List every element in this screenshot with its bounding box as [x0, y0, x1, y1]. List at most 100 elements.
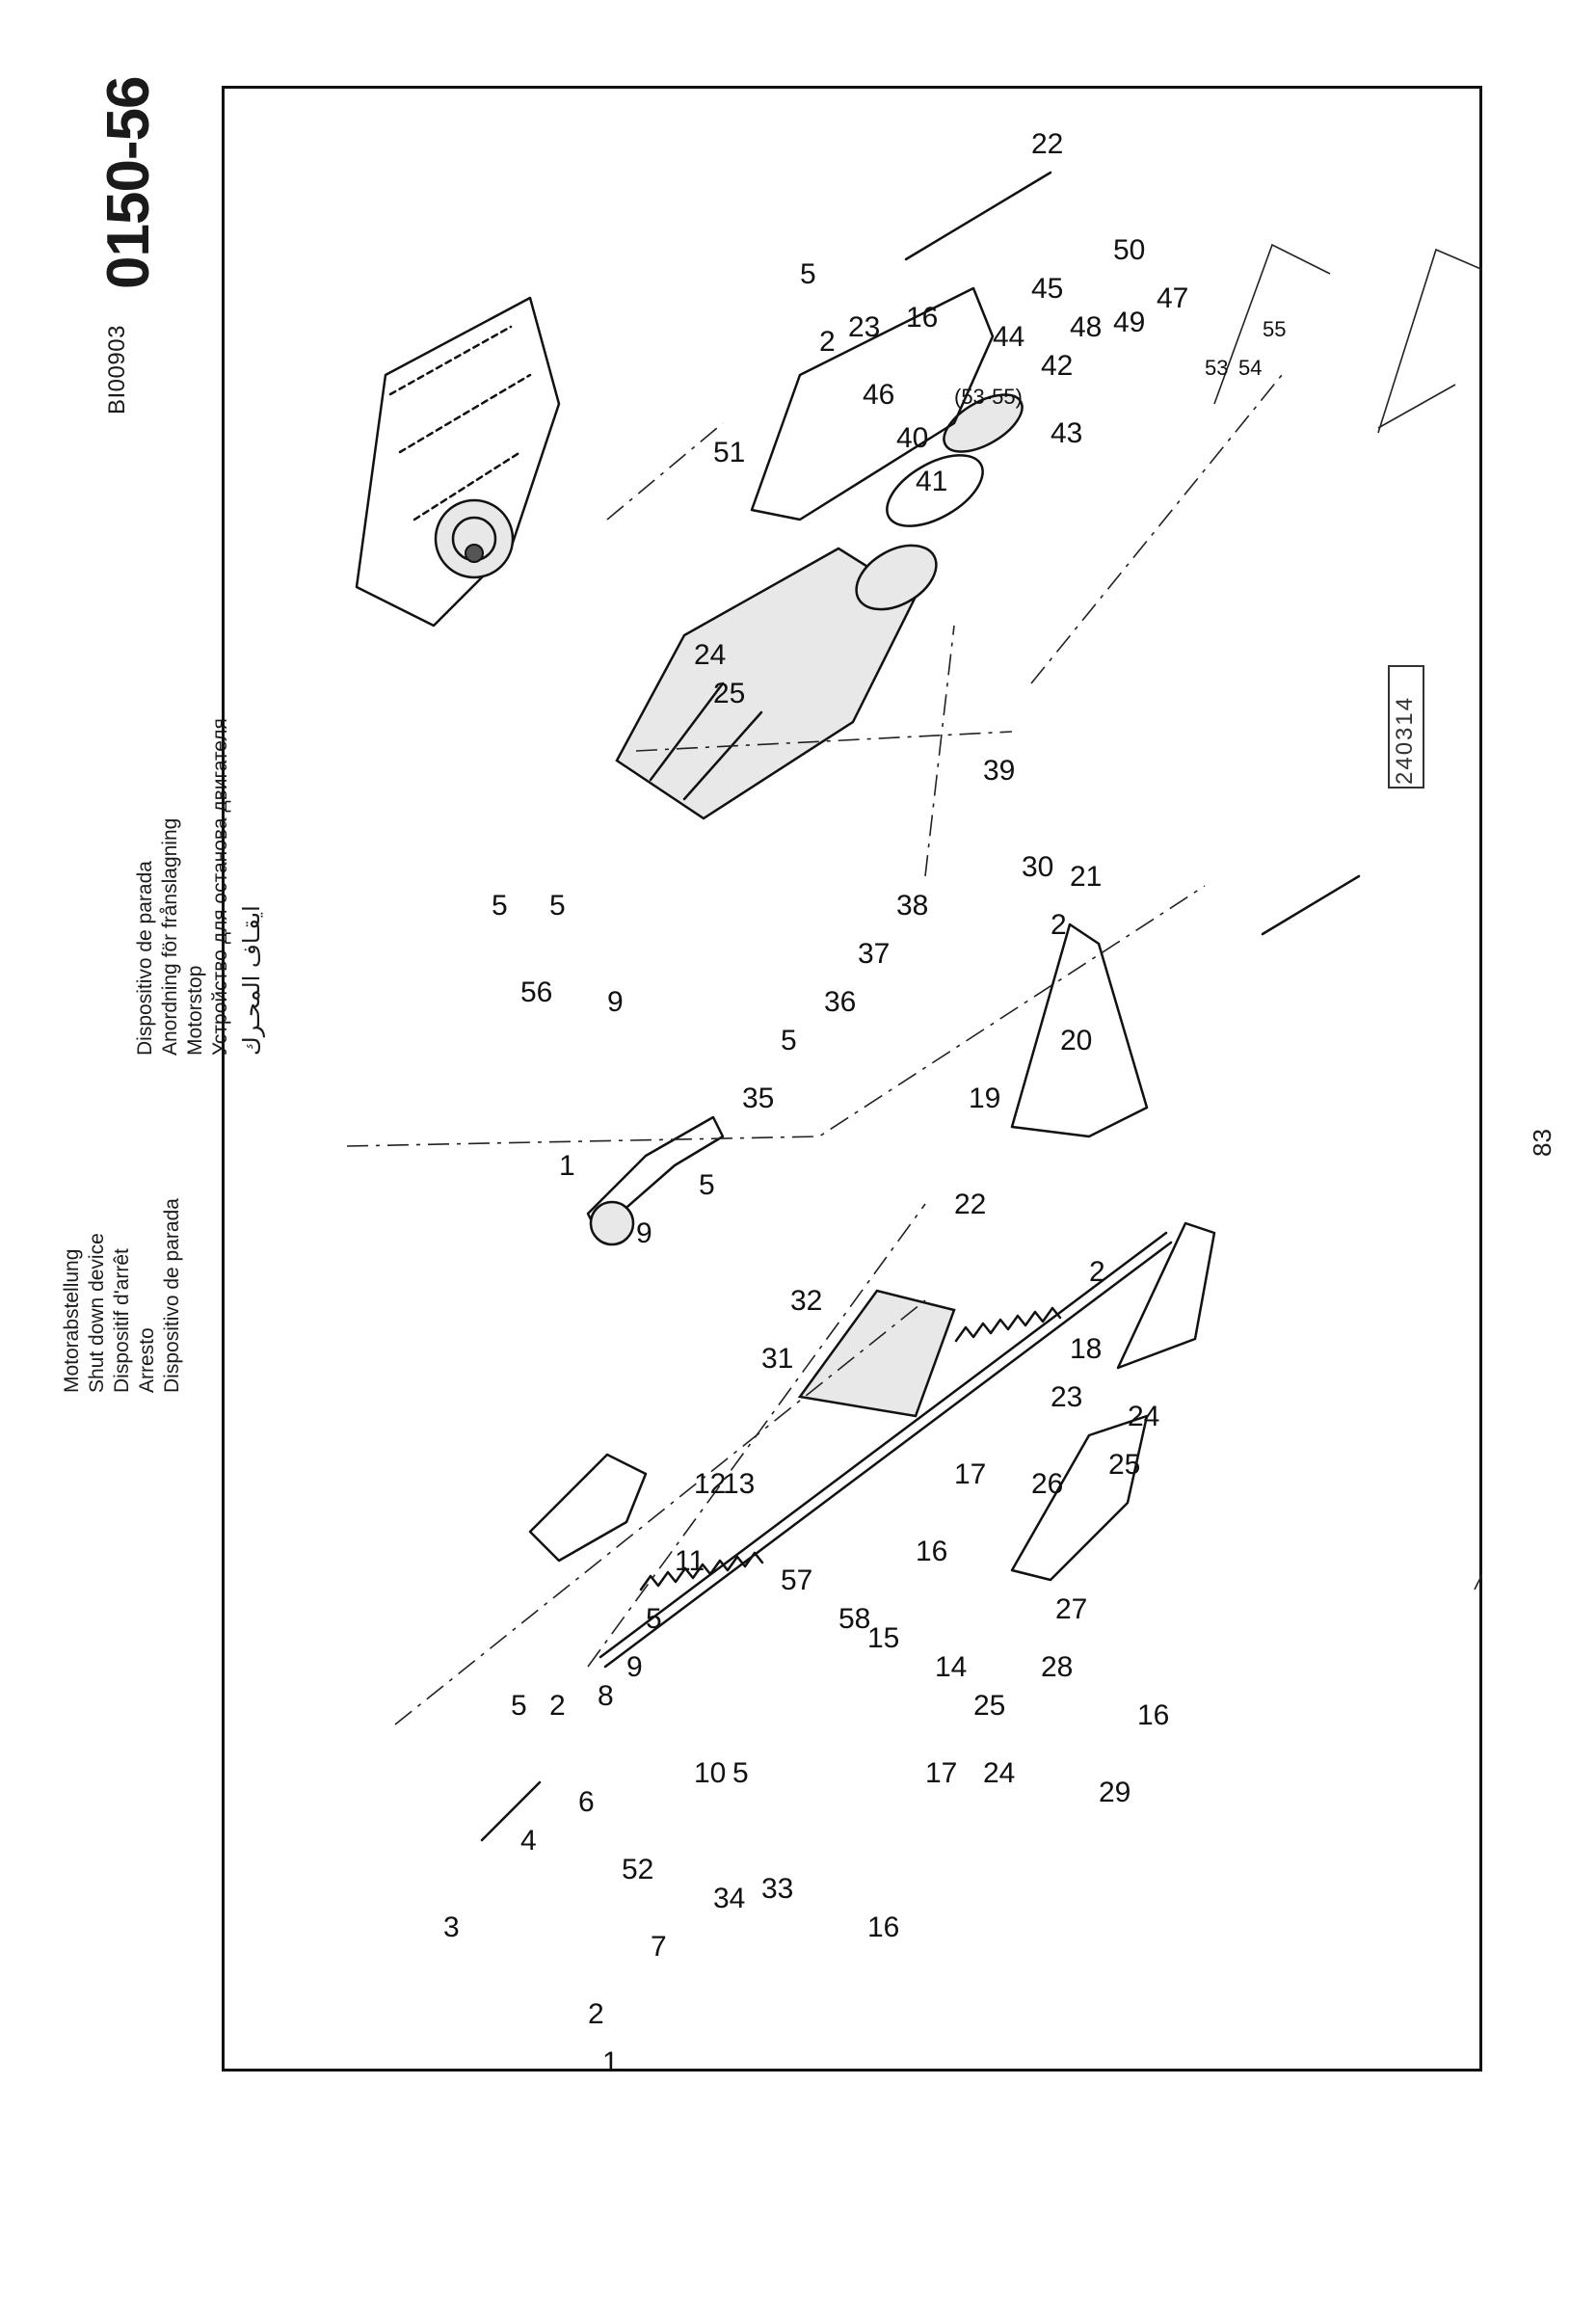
callout: 4 [520, 1825, 537, 1857]
callout: 35 [742, 1083, 774, 1114]
callout: 1 [559, 1150, 575, 1182]
lever-8 [586, 1115, 725, 1235]
callout: 21 [1070, 861, 1102, 893]
title-en: Shut down device [86, 1233, 108, 1393]
leader-lines [346, 374, 1283, 1725]
stop-solenoid [615, 544, 938, 820]
title-fr: Dispositif d'arrêt [111, 1248, 133, 1393]
callout: 49 [1113, 307, 1145, 338]
callout: 5 [549, 890, 566, 922]
callout: 47 [1157, 282, 1188, 314]
engine-block-illustration [355, 296, 561, 628]
callout: 22 [1031, 128, 1063, 160]
callout: 15 [867, 1622, 899, 1654]
callout: 57 [781, 1564, 812, 1596]
callout: 16 [1137, 1699, 1169, 1731]
callout: 17 [954, 1458, 986, 1490]
callout: 9 [607, 986, 624, 1018]
callout: 42 [1041, 350, 1073, 382]
callout: 51 [713, 437, 745, 468]
callout: 52 [622, 1854, 653, 1885]
callout: 16 [906, 302, 938, 334]
title-block-col1: Motorabstellung Shut down device Disposi… [60, 1198, 185, 1393]
callout: 44 [993, 321, 1024, 353]
callout: 48 [1070, 311, 1102, 343]
callout: 50 [1113, 234, 1145, 266]
callout: 9 [636, 1217, 652, 1249]
callout: 5 [492, 890, 508, 922]
callout: 53 [1205, 356, 1228, 380]
callout: 23 [1051, 1381, 1082, 1413]
spring-17b [954, 1306, 1062, 1343]
callout: 12 [694, 1468, 726, 1500]
title-pt: Dispositivo de parada [134, 861, 156, 1056]
callout: 20 [1060, 1025, 1092, 1056]
exploded-parts-diagram: 22 5 2 23 16 46 40 (53-55) 41 42 43 44 4… [346, 128, 1482, 2072]
callout: 2 [819, 326, 836, 358]
bracket-4 [528, 1453, 648, 1563]
callout: 10 [694, 1757, 726, 1789]
callout: 25 [1108, 1449, 1140, 1481]
callout: 36 [824, 986, 856, 1018]
callout: 37 [858, 938, 890, 970]
callout: 9 [626, 1651, 643, 1683]
callout: 5 [732, 1757, 749, 1789]
callout: 54 [1238, 356, 1262, 380]
callout: 16 [916, 1536, 947, 1567]
bolt-3 [480, 1780, 542, 1842]
callout: 24 [694, 639, 726, 671]
title-es: Dispositivo de parada [161, 1198, 183, 1393]
callout: 6 [578, 1786, 595, 1818]
diagram-frame [222, 86, 1482, 2072]
callout: 29 [1099, 1777, 1130, 1808]
callout: (53-55) [954, 385, 1023, 409]
callout: 5 [646, 1603, 662, 1635]
bushing-52 [589, 1200, 635, 1246]
solenoid-31 [797, 1289, 956, 1418]
callout: 32 [790, 1285, 822, 1317]
bolt-22-lower [1261, 874, 1361, 936]
callout: 56 [520, 976, 552, 1008]
callout: 22 [954, 1189, 986, 1220]
callout: 31 [761, 1343, 793, 1375]
callout: 5 [781, 1025, 797, 1056]
title-sv: Anordning för frånslagning [159, 817, 181, 1056]
callout: 39 [983, 755, 1015, 787]
bolt-22-upper [904, 171, 1052, 261]
callout: 43 [1051, 417, 1082, 449]
stamp-text: 240314 [1392, 695, 1418, 785]
plate-20 [1010, 922, 1149, 1138]
callout: 40 [896, 422, 928, 454]
callout: 30 [1022, 851, 1053, 883]
callout: 8 [598, 1680, 614, 1712]
spring-17a [639, 1551, 764, 1591]
page-number: 83 [1528, 1129, 1556, 1157]
callout: 38 [896, 890, 928, 922]
callout: 13 [723, 1468, 755, 1500]
bracket-18 [1116, 1221, 1216, 1370]
doc-number: 0150-56 [95, 76, 162, 289]
callout: 24 [983, 1757, 1015, 1789]
callout: 2 [1051, 909, 1067, 941]
title-de: Motorabstellung [61, 1248, 83, 1393]
callout: 46 [863, 379, 894, 411]
callout: 58 [838, 1603, 870, 1635]
callout: 7 [651, 1931, 667, 1963]
callout: 5 [800, 258, 816, 290]
callout: 45 [1031, 273, 1063, 305]
callout: 5 [699, 1169, 715, 1201]
callout: 19 [969, 1083, 1000, 1114]
main-shaft [598, 1231, 1173, 1669]
callout: 16 [867, 1911, 899, 1943]
callout: 24 [1128, 1401, 1159, 1432]
reference-stamp: 240314 [1388, 665, 1424, 789]
callout: 2 [549, 1690, 566, 1722]
callout: 26 [1031, 1468, 1063, 1500]
callout: 11 [675, 1545, 705, 1577]
callout: 2 [588, 1998, 604, 2030]
callout: 17 [925, 1757, 957, 1789]
bracket-26 [1010, 1414, 1149, 1582]
callout: 41 [916, 466, 947, 497]
callout: 55 [1263, 317, 1286, 341]
callout: 27 [1055, 1593, 1087, 1625]
